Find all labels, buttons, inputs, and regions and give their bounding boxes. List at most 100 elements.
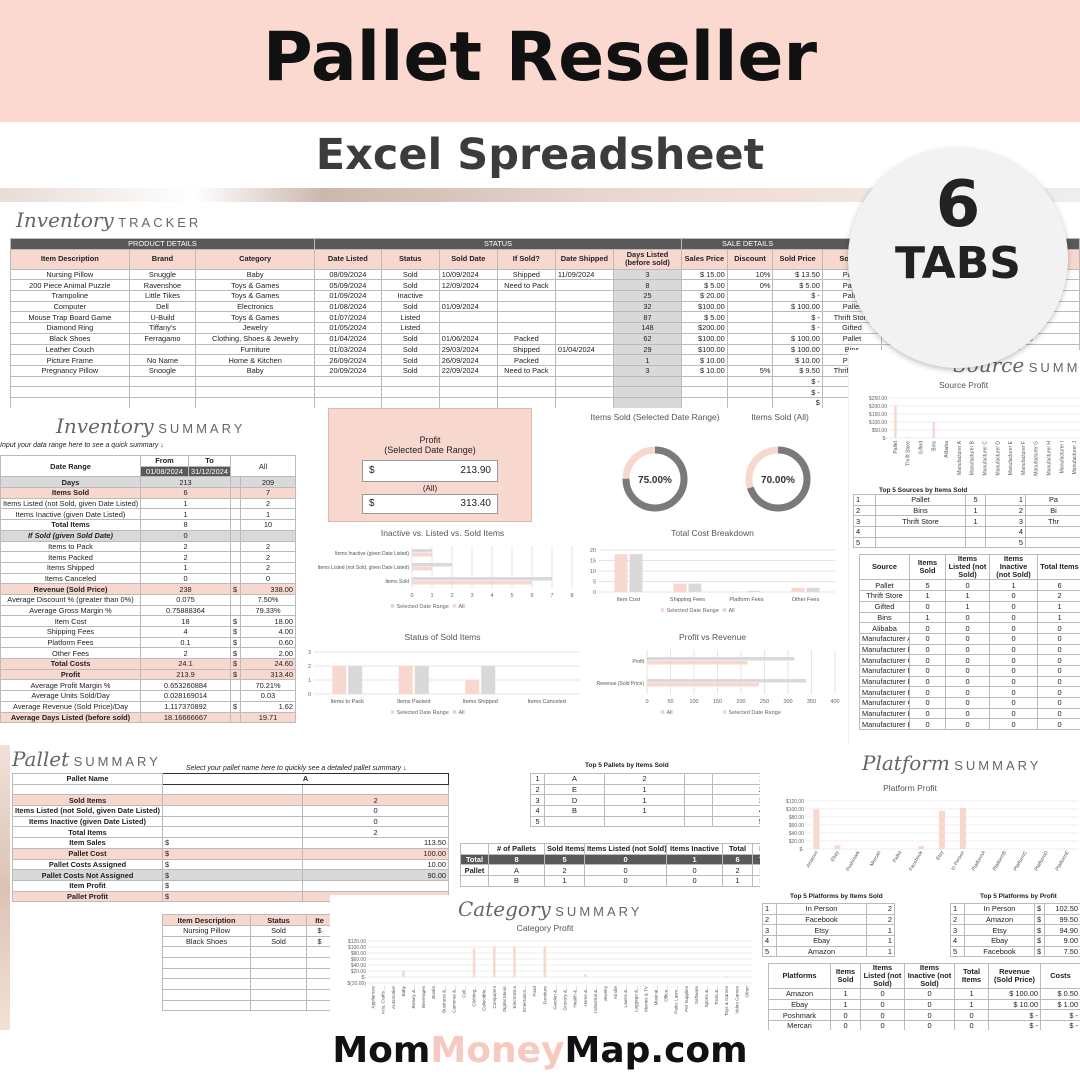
column-header: Days Listed (before sold) — [612, 248, 682, 270]
table-cell-empty — [496, 375, 556, 388]
source-name-cell: Bins — [875, 504, 966, 517]
from-date-input[interactable]: 01/08/2024 — [140, 465, 189, 478]
table-cell: 29/03/2024 — [438, 343, 498, 356]
table-cell: 200 Piece Animal Puzzle — [10, 279, 130, 292]
table-cell: Tiffany's — [128, 322, 197, 334]
table-cell: Facebook — [776, 913, 867, 926]
table-cell: Alibaba — [859, 622, 910, 634]
pallet-summary-row: Item Sales$113.50 — [12, 837, 449, 849]
pallet-name-select[interactable]: A — [162, 773, 449, 785]
tick-label: $150.00 — [869, 412, 887, 418]
table-cell: 01/04/2024 — [313, 332, 382, 345]
table-cell: 0 — [989, 654, 1038, 666]
table-cell: Shipped — [496, 268, 556, 281]
rank-cell: 4 — [530, 805, 545, 817]
table-cell-empty — [162, 989, 251, 1001]
table-cell: 3 — [762, 924, 777, 937]
summary-label: Items Listed (not Sold, given Date Liste… — [0, 497, 141, 510]
summary-selected-value: 0.028169014 — [140, 690, 231, 702]
table-cell — [554, 279, 614, 292]
table-cell: 148 — [612, 322, 682, 334]
bar-all — [412, 563, 452, 567]
column-header: Status — [250, 914, 307, 926]
summary-currency: $ — [162, 879, 303, 892]
table-cell: 1 — [1037, 600, 1080, 613]
table-cell — [554, 311, 614, 324]
blank-cell — [460, 843, 489, 855]
pallet-title-script: Pallet — [12, 747, 70, 771]
summary-currency: $ — [230, 658, 241, 670]
table-cell: 6 — [722, 853, 753, 866]
source-name-cell-b — [1025, 526, 1080, 538]
table-cell: Manufacturer B — [859, 643, 910, 656]
table-cell: $ 15.00 — [680, 268, 728, 281]
table-cell-empty — [250, 989, 307, 1001]
bar-selected — [412, 581, 532, 585]
legend-label: All — [459, 710, 465, 716]
table-cell: $ 10.00 — [680, 354, 728, 366]
summary-currency — [230, 476, 241, 489]
table-cell: Trampoline — [10, 290, 130, 302]
rank-cell: 2 — [853, 504, 876, 517]
table-cell: Inactive — [380, 290, 440, 302]
table-cell: 1 — [954, 998, 989, 1011]
pallet-name-cell: E — [544, 783, 605, 796]
category-label: Computers — [492, 985, 497, 1008]
table-cell: 26/09/2024 — [313, 354, 382, 366]
table-cell: 12/09/2024 — [438, 279, 498, 292]
column-header: Brand — [128, 248, 197, 270]
table-cell: 0 — [989, 707, 1038, 720]
table-cell: Listed — [380, 322, 440, 334]
table-cell: 25 — [612, 290, 682, 302]
category-title-caps: SUMMARY — [555, 904, 643, 919]
tick-label: $250.00 — [869, 396, 887, 402]
platform-title-caps: SUMMARY — [954, 758, 1042, 773]
table-cell: $ 5.00 — [680, 279, 728, 292]
column-header: Source — [859, 554, 910, 581]
tick-label: 2 — [308, 664, 311, 670]
category-label: Thrift Store — [906, 441, 912, 466]
table-cell: $200.00 — [680, 322, 728, 334]
summary-currency — [230, 519, 241, 531]
column-header: Total — [722, 843, 753, 855]
summary-currency — [162, 783, 303, 796]
table-cell: Manufacturer A — [859, 632, 910, 645]
table-cell: 0 — [945, 622, 990, 634]
summary-label: Items Inactive (given Date Listed) — [0, 508, 141, 521]
table-cell: Sold — [380, 354, 440, 366]
tick-label: 10 — [590, 569, 596, 575]
summary-selected-value: 213.9 — [140, 668, 231, 681]
column-header: Items Inactive (not Sold) — [989, 554, 1038, 581]
to-date-input[interactable]: 31/12/2024 — [188, 465, 231, 478]
category-chart-title: Category Profit — [516, 923, 574, 933]
summary-value: 113.50 — [302, 837, 449, 849]
profit-card-title: Profit — [419, 435, 441, 445]
column-header: Items Sold — [909, 554, 946, 581]
summary-label: Days — [0, 476, 141, 489]
table-cell — [438, 311, 498, 324]
column-header: Item Description — [10, 248, 130, 270]
table-cell-empty: $ — [772, 396, 823, 408]
tick-label: 1 — [308, 678, 311, 684]
badge-number: 6 — [935, 168, 981, 242]
table-cell: 87 — [612, 311, 682, 324]
bar-all — [647, 657, 795, 661]
category-label: Manufacturer D — [995, 441, 1001, 476]
chart-title: Inactive vs. Listed vs. Sold Items — [381, 528, 504, 538]
table-cell: 0 — [860, 988, 905, 1000]
table-cell: 1 — [830, 988, 861, 1000]
tick-label: 8 — [570, 593, 573, 599]
table-cell: 2 — [544, 864, 585, 877]
table-cell: Sold — [250, 935, 307, 948]
bar-all — [688, 583, 702, 592]
badge-label: TABS — [895, 238, 1021, 289]
table-cell: 1 — [909, 611, 946, 624]
table-cell: $ - — [988, 1020, 1041, 1030]
table-cell — [128, 343, 197, 356]
